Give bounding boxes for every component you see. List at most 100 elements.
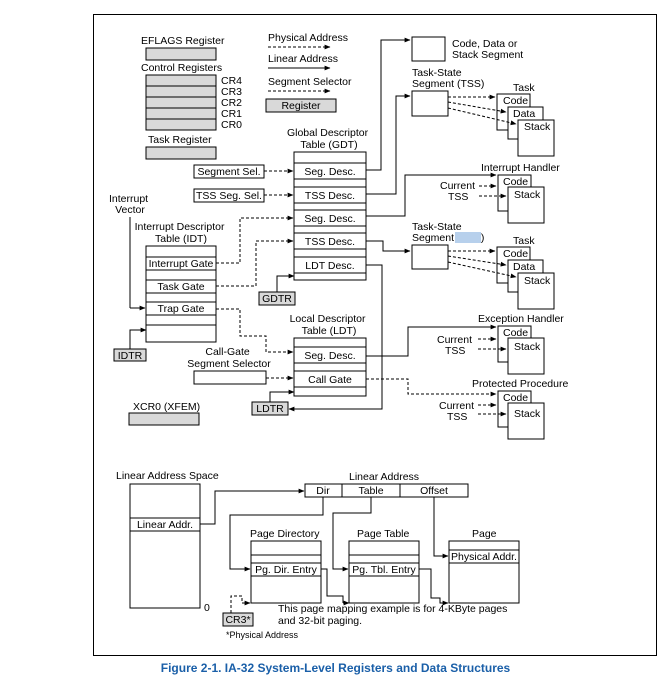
dir-field-label: Dir <box>316 485 330 497</box>
gdt-tss-desc-1 <box>293 186 367 204</box>
gdt-title: Global Descriptor Table (GDT) <box>287 127 371 151</box>
ldtr-label: LDTR <box>256 403 284 415</box>
idt-trap-gate-label: Trap Gate <box>158 303 205 315</box>
interrupt-gate-to-gdt <box>216 215 294 264</box>
protected-procedure-label: Protected Procedure <box>472 378 568 390</box>
segment-sel-label: Segment Sel. <box>197 166 260 178</box>
page-label: Page <box>472 528 497 540</box>
tss1-title: Task-State Segment (TSS) <box>412 67 484 90</box>
gdt-seg-desc-1-label: Seg. Desc. <box>304 166 355 178</box>
gdt-ldt-desc-label: LDT Desc. <box>305 260 354 272</box>
cr1-label: CR1 <box>221 108 242 120</box>
pg-dir-entry-to-page-table <box>321 568 344 603</box>
task-register-label: Task Register <box>148 134 212 146</box>
task2-stack <box>517 272 555 310</box>
code-data-stack-segment <box>411 36 446 62</box>
cr3-label: CR3 <box>221 86 242 98</box>
interrupt-handler-code-label: Code <box>503 176 528 188</box>
tss-seg-sel-label: TSS Seg. Sel. <box>196 190 262 202</box>
task2-stack-label: Stack <box>524 275 551 287</box>
protected-procedure-stack-label: Stack <box>514 408 541 420</box>
linear-addr-label: Linear Addr. <box>137 519 193 531</box>
gdtr-arrow <box>276 273 295 292</box>
pg-tbl-entry-to-page <box>419 568 449 606</box>
task1-code-label: Code <box>503 95 528 107</box>
task1-label: Task <box>513 82 535 94</box>
gdt-tss-desc-1-to-tss1 <box>366 93 411 195</box>
linear-addr-to-fields <box>200 488 305 525</box>
cr0-register <box>145 118 217 131</box>
table-field-label: Table <box>358 485 383 497</box>
legend-register-box <box>265 98 337 113</box>
idtr-label: IDTR <box>118 350 143 362</box>
linear-address-space-label: Linear Address Space <box>116 470 219 482</box>
eflags-register <box>145 47 217 61</box>
gdt-seg-desc-2 <box>293 209 367 227</box>
exception-handler-label: Exception Handler <box>478 313 564 325</box>
linear-address-label: Linear Address <box>349 471 419 483</box>
gdt-seg-desc-2-to-handler <box>366 172 497 217</box>
protected-procedure-code-label: Code <box>503 392 528 404</box>
ldt-title: Local Descriptor Table (LDT) <box>290 313 369 337</box>
control-registers <box>145 74 217 131</box>
exception-handler-code-label: Code <box>503 327 528 339</box>
task2-label: Task <box>513 235 535 247</box>
cr0-label: CR0 <box>221 119 242 131</box>
interrupt-handler-label: Interrupt Handler <box>481 162 560 174</box>
gdt-seg-desc-2-label: Seg. Desc. <box>304 213 355 225</box>
interrupt-handler-stack-label: Stack <box>514 189 541 201</box>
xcr0-register <box>128 412 200 426</box>
idt-task-gate-label: Task Gate <box>157 281 204 293</box>
task1-stack-label: Stack <box>524 121 551 133</box>
pg-dir-entry-label: Pg. Dir. Entry <box>255 564 318 576</box>
legend-register-label: Register <box>281 100 321 112</box>
call-gate-selector-box <box>193 370 267 385</box>
page-table-label: Page Table <box>357 528 410 540</box>
linear-address-space <box>129 483 201 609</box>
ldt-desc-to-ldtr <box>288 264 383 412</box>
task1-data-label: Data <box>513 108 535 120</box>
gdt-seg-desc-1-to-segment <box>366 37 411 171</box>
cr4-label: CR4 <box>221 75 242 87</box>
cr2-label: CR2 <box>221 97 242 109</box>
page-directory-label: Page Directory <box>250 528 320 540</box>
tss2-box <box>411 244 449 270</box>
paging-note: This page mapping example is for 4-KByte… <box>278 603 510 627</box>
physical-addr-box <box>448 549 520 564</box>
zero-label: 0 <box>204 602 210 614</box>
task2-code-label: Code <box>503 248 528 260</box>
tss-highlight <box>455 232 481 243</box>
physical-addr-label: Physical Addr. <box>451 551 517 563</box>
legend-physical-address-label: Physical Address <box>268 32 348 44</box>
protected-procedure-stack <box>507 402 545 440</box>
cr1-register <box>145 107 217 120</box>
gdt-tss-desc-2-to-tss2 <box>366 240 411 254</box>
pg-tbl-entry-label: Pg. Tbl. Entry <box>352 564 416 576</box>
offset-field-label: Offset <box>420 485 448 497</box>
task-register <box>145 146 217 160</box>
cr3-register <box>145 85 217 98</box>
task2-data-label: Data <box>513 261 535 273</box>
tss1-box <box>411 90 449 117</box>
cr4-register <box>145 74 217 87</box>
figure-frame <box>93 14 657 656</box>
figure-caption: Figure 2-1. IA-32 System-Level Registers… <box>160 661 511 675</box>
gdt-tss-desc-1-label: TSS Desc. <box>305 190 355 202</box>
call-gate-to-procedure <box>366 378 497 397</box>
exception-handler-stack-label: Stack <box>514 341 541 353</box>
task1-stack <box>517 119 555 157</box>
cr3-to-page-directory <box>230 595 251 613</box>
legend-segment-selector-label: Segment Selector <box>268 76 352 88</box>
dir-to-pg-dir-entry <box>229 497 324 572</box>
table-to-pg-tbl-entry <box>332 497 372 572</box>
task-gate-to-gdt <box>216 238 294 287</box>
ldt-call-gate-label: Call Gate <box>308 374 352 386</box>
call-gate-selector-label: Call-Gate Segment Selector <box>187 346 271 370</box>
xcr0-label: XCR0 (XFEM) <box>133 401 200 413</box>
footnote: *Physical Address <box>226 630 299 640</box>
idt-title: Interrupt Descriptor Table (IDT) <box>135 221 228 245</box>
ldt-seg-desc-label: Seg. Desc. <box>304 350 355 362</box>
